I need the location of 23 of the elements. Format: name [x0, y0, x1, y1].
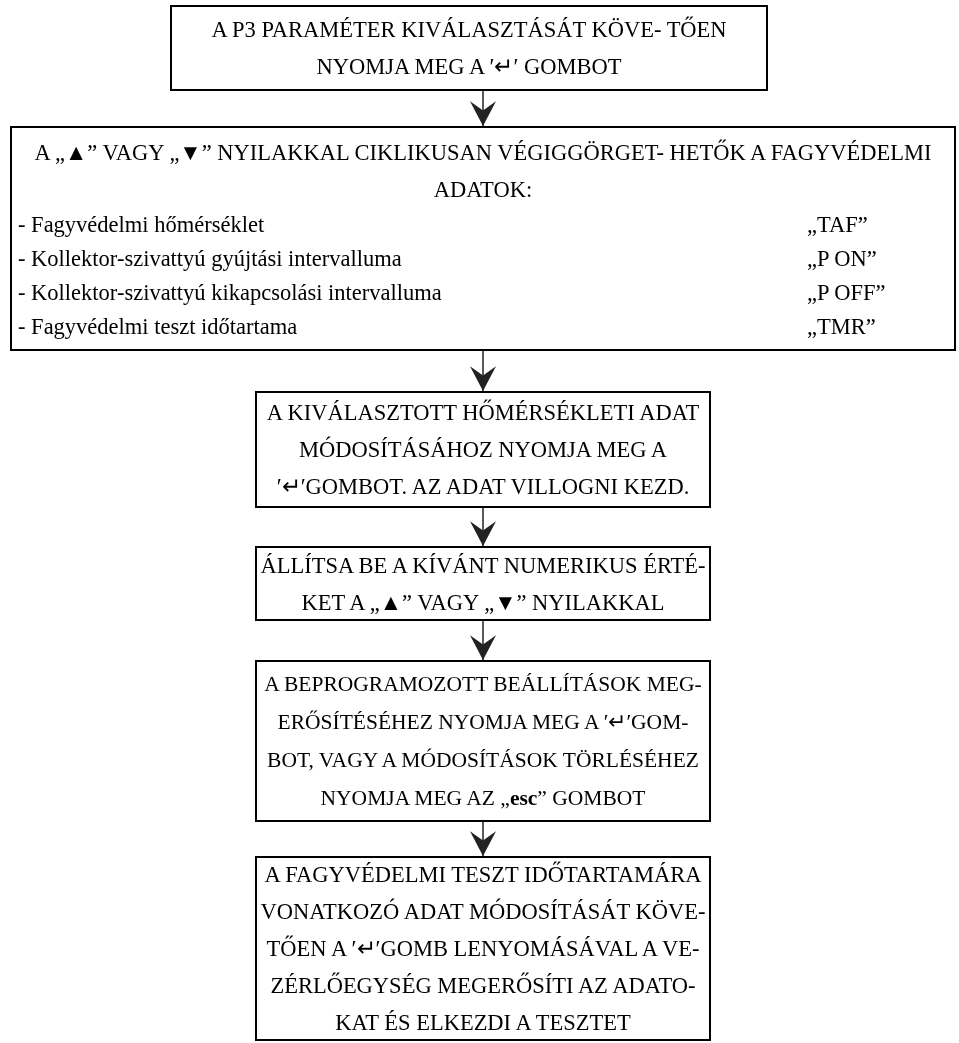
step-text: A KIVÁLASZTOTT HŐMÉRSÉKLETI ADAT MÓDOSÍTÁSÁHOZ NYOMJA MEG A ′↵′GOMBOT. AZ ADAT VILLOGNI KEZD. [265, 398, 701, 501]
step-text: A P3 PARAMÉTER KIVÁLASZTÁSÁT KÖVE- TŐEN NYOMJA MEG A ′↵′ GOMBOT [210, 15, 728, 81]
step-text: A BEPROGRAMOZOTT BEÁLLÍTÁSOK MEG- ERŐSÍTÉSÉHEZ NYOMJA MEG A ′↵′GOM- BOT, VAGY A MÓDOSÍTÁSOK TÖRLÉSÉHEZ NYOMJA MEG AZ „esc” GOMBOT [263, 671, 703, 812]
list-item: - Kollektor-szivattyú gyújtási intervalluma [17, 244, 402, 273]
arrow [470, 620, 496, 661]
step-text: A FAGYVÉDELMI TESZT IDŐTARTAMÁRA VONATKOZÓ ADAT MÓDOSÍTÁSÁT KÖVE- TŐEN A ′↵′GOMB LENYOMÁSÁVAL A VE- ZÉRLŐEGYSÉG MEGERŐSÍTI AZ ADATO- KAT ÉS ELKEZDI A TESZTET [259, 860, 707, 1037]
parameter-code: „TAF” [807, 210, 869, 239]
arrow [470, 350, 496, 392]
arrow [470, 507, 496, 547]
process-box [255, 660, 711, 822]
parameter-code: „P OFF” [807, 278, 887, 307]
arrow [470, 90, 496, 127]
process-box [10, 126, 956, 351]
parameter-code: „P ON” [807, 244, 878, 273]
list-item: - Kollektor-szivattyú kikapcsolási intervalluma [17, 278, 442, 307]
process-box [170, 5, 768, 91]
process-box [255, 391, 711, 508]
list-item: - Fagyvédelmi hőmérséklet [17, 210, 265, 239]
parameter-code: „TMR” [807, 312, 877, 341]
step-text: ÁLLÍTSA BE A KÍVÁNT NUMERIKUS ÉRTÉ- KET A „▲” VAGY „▼” NYILAKKAL [259, 551, 707, 617]
step-text: A „▲” VAGY „▼” NYILAKKAL CIKLIKUSAN VÉGIGGÖRGET- HETŐK A FAGYVÉDELMI ADATOK: [33, 138, 933, 204]
arrow [470, 821, 496, 857]
list-item: - Fagyvédelmi teszt időtartama [17, 312, 298, 341]
